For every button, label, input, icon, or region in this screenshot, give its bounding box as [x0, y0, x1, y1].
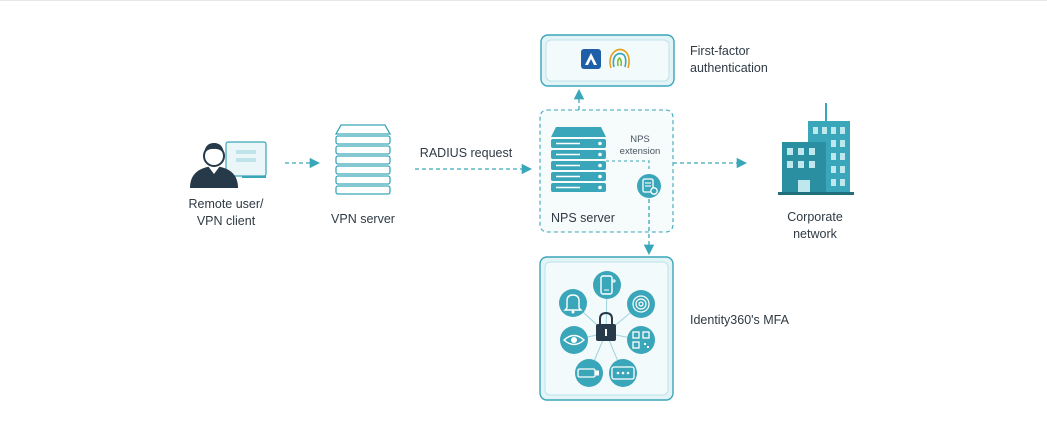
connector-server-to-extension [606, 160, 650, 172]
nps-extension-label: NPS extension [619, 134, 661, 157]
eye-icon [560, 326, 588, 354]
fingerprint-icon [627, 290, 655, 318]
settings-document-icon [637, 174, 661, 198]
office-buildings-icon [778, 103, 854, 195]
first-factor-box [540, 34, 675, 87]
bell-icon [559, 289, 587, 317]
usb-key-icon [575, 359, 603, 387]
mfa-label: Identity360's MFA [690, 313, 789, 327]
top-divider [0, 0, 1047, 1]
otp-icon [609, 359, 637, 387]
vpn-server-label: VPN server [331, 212, 395, 226]
padlock-icon [596, 311, 616, 341]
nps-server-label: NPS server [551, 211, 615, 225]
radius-request-label: RADIUS request [419, 146, 513, 160]
remote-user-label: Remote user/ VPN client [188, 197, 264, 228]
azure-logo-icon [581, 49, 601, 69]
vpn-server-icon [334, 124, 392, 195]
fingerprint-icon [609, 48, 630, 69]
remote-user-icon [190, 141, 267, 188]
nps-server-icon [551, 127, 606, 192]
corporate-network-label: Corporate network [787, 210, 843, 241]
first-factor-label: First-factor authentication [690, 44, 768, 75]
phone-push-icon [593, 271, 621, 299]
qr-code-icon [627, 326, 655, 354]
